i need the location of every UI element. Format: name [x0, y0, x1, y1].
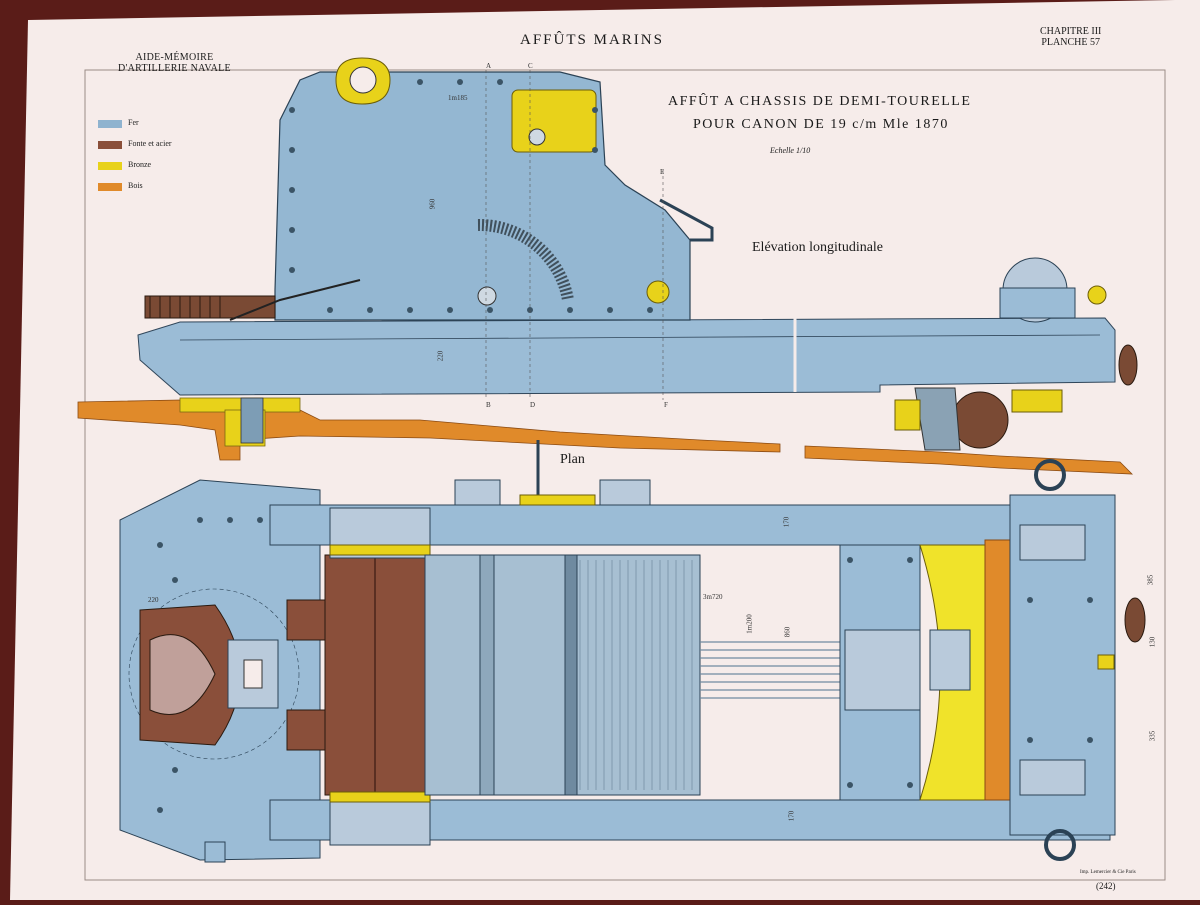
chassis-line [179, 334, 1101, 341]
header-center-title: AFFÛTS MARINS [520, 32, 664, 48]
lower-trunnion-box [329, 794, 431, 846]
dim-220-plan: 220 [148, 596, 159, 604]
roller-bronze-right [1011, 389, 1063, 413]
rear-lower-ring [1044, 829, 1076, 861]
cheek-rivets [289, 79, 653, 313]
plate-title-line2: POUR CANON DE 19 c/m Mle 1870 [693, 117, 949, 132]
lifting-eye-hole [349, 66, 377, 94]
wooden-deck-right [804, 445, 1134, 475]
pivot-horseshoe-inner [149, 634, 216, 715]
rear-bronze-cap [1097, 654, 1115, 670]
rack-pinion [929, 629, 971, 691]
roller-bronze-left [894, 399, 921, 431]
rear-handwheel [1118, 344, 1138, 386]
plate-title-line1: AFFÛT A CHASSIS DE DEMI-TOURELLE [668, 94, 972, 109]
pivot-bolt [240, 397, 264, 444]
header-left: AIDE-MÉMOIRE D'ARTILLERIE NAVALE [118, 52, 231, 74]
dim-130: 130 [1148, 636, 1157, 648]
section-f: F [664, 401, 668, 409]
top-fitting-right [599, 479, 651, 506]
rear-pulley-block [999, 287, 1076, 319]
legend-swatch-cast [98, 141, 122, 149]
upper-bronze-strip [329, 544, 431, 556]
elevating-arc-teeth [477, 218, 574, 302]
elevation-view [77, 57, 1138, 475]
compressor-linkage [229, 279, 361, 321]
dim-335: 335 [1148, 730, 1157, 742]
rear-plan-handwheel [1124, 597, 1146, 643]
rear-upper-bracket [1019, 524, 1086, 561]
dim-960: 960 [428, 198, 437, 210]
printer-credit: Imp. Lemercier & Cie Paris [1080, 870, 1136, 875]
legend-swatch-wood [98, 183, 122, 191]
page-number: (242) [1096, 881, 1116, 891]
elevating-pinion [477, 286, 497, 306]
scale-note: Echelle 1/10 [770, 146, 811, 155]
section-d: D [530, 401, 536, 409]
chain-track [564, 554, 578, 796]
plan-rivets [157, 517, 1093, 813]
dim-385: 385 [1146, 574, 1155, 586]
header-right-line1: CHAPITRE III [1040, 26, 1102, 37]
trunnion-bronze-plate [511, 89, 597, 153]
training-shaft [479, 554, 495, 796]
header-right: CHAPITRE III PLANCHE 57 [1040, 26, 1101, 48]
header-left-line1: AIDE-MÉMOIRE [135, 52, 214, 63]
top-bronze-bearing [519, 494, 596, 506]
legend-swatch-iron [98, 120, 122, 128]
dim-220: 220 [436, 350, 445, 362]
pivot-circle [128, 588, 300, 760]
center-deck-plate [424, 554, 701, 796]
legend-label-wood: Bois [128, 181, 143, 190]
legend-swatch-bronze [98, 162, 122, 170]
rear-upper-ring [1034, 459, 1066, 491]
trunnion-axis [528, 128, 546, 146]
plate-frame [84, 69, 1166, 881]
girder-plate [844, 629, 921, 711]
rear-bronze-eye [646, 280, 670, 304]
rear-roller-wheel [951, 391, 1009, 449]
roller-bracket [914, 387, 961, 451]
top-fitting-left [454, 479, 501, 506]
chassis-beam [137, 317, 1116, 396]
legend-label-cast: Fonte et acier [128, 139, 172, 148]
header-left-line2: D'ARTILLERIE NAVALE [118, 63, 231, 74]
dim-1m185: 1m185 [448, 94, 468, 102]
section-b: B [486, 401, 491, 409]
dim-170-lower: 170 [787, 810, 796, 822]
elevation-view-label: Elévation longitudinale [752, 240, 884, 255]
dim-860: 860 [783, 626, 792, 638]
pivot-square [243, 659, 263, 689]
legend-label-bronze: Bronze [128, 160, 152, 169]
section-e: E [660, 168, 665, 176]
section-c: C [528, 62, 533, 70]
front-foot-lug [204, 841, 226, 863]
rear-handrail [659, 198, 714, 242]
section-a: A [486, 62, 492, 70]
dim-1m200: 1m200 [745, 614, 754, 634]
front-block-bottom [286, 709, 328, 751]
header-right-line2: PLANCHE 57 [1041, 37, 1100, 48]
center-hatching [579, 560, 693, 790]
plan-view-label: Plan [560, 452, 585, 467]
front-block-top [286, 599, 328, 641]
lower-bronze-strip [329, 791, 431, 803]
dim-3m720: 3m720 [703, 593, 723, 601]
rear-bronze-knob [1087, 285, 1107, 305]
section-lines [485, 70, 664, 400]
dim-170-upper: 170 [782, 516, 791, 528]
legend-label-iron: Fer [128, 118, 139, 127]
plan-view [119, 440, 1146, 863]
rear-lower-bracket [1019, 759, 1086, 796]
